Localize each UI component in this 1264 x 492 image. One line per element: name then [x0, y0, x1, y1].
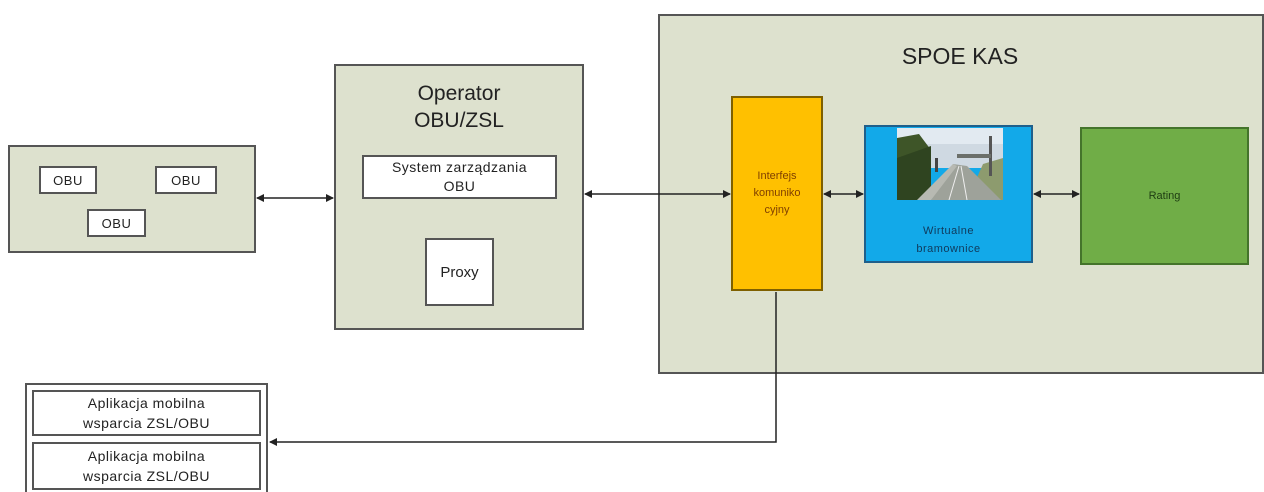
- rating-label: Rating: [1148, 190, 1181, 202]
- system-line2: OBU: [443, 178, 476, 194]
- mobile-app-line1: Aplikacja mobilna: [87, 448, 206, 464]
- mobile-app-line2: wsparcia ZSL/OBU: [82, 415, 211, 431]
- obu-box: OBU: [39, 166, 97, 194]
- gates-line2: bramownice: [916, 243, 981, 255]
- obu-box: OBU: [155, 166, 217, 194]
- obu-label: OBU: [53, 172, 83, 188]
- operator-title: Operator OBU/ZSL: [334, 76, 584, 138]
- rating-box: Rating: [1080, 127, 1249, 265]
- connector-interface-mobile: [269, 292, 777, 446]
- mobile-app-box: Aplikacja mobilna wsparcia ZSL/OBU: [32, 442, 261, 490]
- mobile-app-box: Aplikacja mobilna wsparcia ZSL/OBU: [32, 390, 261, 436]
- proxy-box: Proxy: [425, 238, 494, 306]
- gates-box: Wirtualne bramownice: [864, 125, 1033, 263]
- obu-label: OBU: [101, 215, 132, 231]
- gates-label: Wirtualne bramownice: [866, 219, 1031, 261]
- system-line1: System zarządzania: [391, 159, 528, 175]
- operator-title-line2: OBU/ZSL: [414, 109, 504, 132]
- operator-title-line1: Operator: [417, 82, 501, 105]
- interface-line1: Interfejs: [757, 170, 797, 182]
- spoe-title: SPOE KAS: [901, 42, 1019, 69]
- mobile-app-line1: Aplikacja mobilna: [87, 395, 206, 411]
- obu-label: OBU: [171, 172, 201, 188]
- mobile-app-line2: wsparcia ZSL/OBU: [82, 468, 211, 484]
- interface-box: Interfejs komuniko cyjny: [731, 96, 823, 291]
- gates-line1: Wirtualne: [923, 225, 974, 237]
- interface-line3: cyjny: [764, 204, 790, 216]
- interface-line2: komuniko: [753, 187, 801, 199]
- obu-box: OBU: [87, 209, 146, 237]
- proxy-label: Proxy: [440, 263, 479, 281]
- road-photo: [897, 128, 1003, 200]
- system-box: System zarządzania OBU: [362, 155, 557, 199]
